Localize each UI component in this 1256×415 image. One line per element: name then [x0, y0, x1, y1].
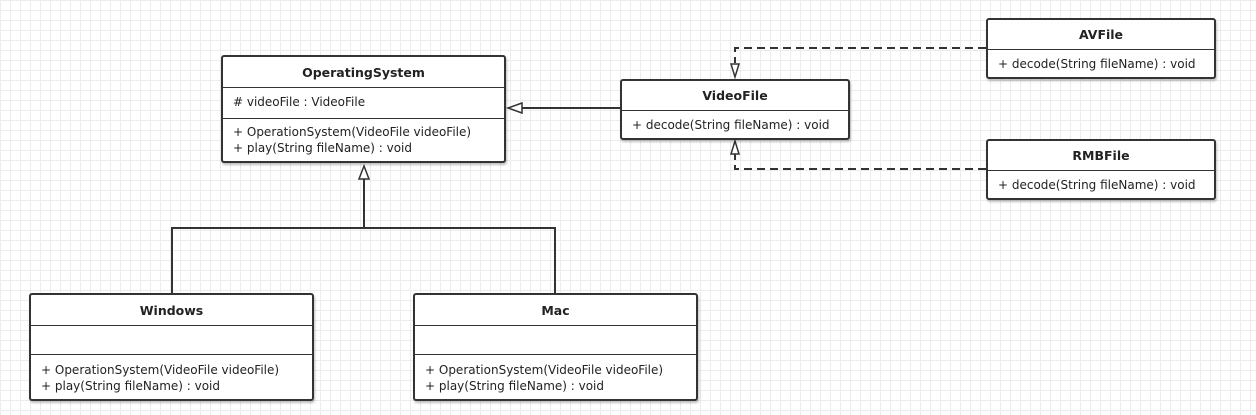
method: + OperationSystem(VideoFile videoFile): [233, 125, 472, 139]
methods-section: + OperationSystem(VideoFile videoFile) +…: [31, 354, 312, 394]
method: + play(String fileName) : void: [425, 379, 605, 393]
class-name: OperatingSystem: [302, 64, 425, 80]
attributes-section: [415, 325, 696, 354]
methods-section: + OperationSystem(VideoFile videoFile) +…: [223, 118, 504, 156]
methods-section: + decode(String fileName) : void: [988, 49, 1214, 72]
method: + decode(String fileName) : void: [998, 178, 1196, 192]
generalization-arrowhead: [357, 163, 371, 180]
class-name: Mac: [541, 302, 570, 318]
method: + OperationSystem(VideoFile videoFile): [41, 363, 280, 377]
mac-generalization-line: [364, 227, 556, 293]
realization-connector-avfile: [729, 47, 986, 80]
methods-section: + decode(String fileName) : void: [622, 110, 848, 133]
realization-connector-rmbfile: [729, 138, 986, 170]
method: + play(String fileName) : void: [41, 379, 221, 393]
association-connector: [505, 101, 620, 115]
class-name: RMBFile: [1072, 148, 1130, 163]
class-name: Windows: [139, 302, 204, 318]
methods-section: + OperationSystem(VideoFile videoFile) +…: [415, 354, 696, 394]
class-rmb-file[interactable]: RMBFile + decode(String fileName) : void: [986, 139, 1216, 200]
rmbfile-realization-arrowhead: [729, 138, 741, 155]
class-operating-system[interactable]: OperatingSystem # videoFile : VideoFile …: [221, 55, 506, 163]
windows-generalization-line: [171, 227, 364, 293]
rmbfile-realization-line: [734, 154, 986, 170]
association-arrowhead: [505, 101, 523, 115]
class-video-file[interactable]: VideoFile + decode(String fileName) : vo…: [620, 79, 850, 140]
class-mac[interactable]: Mac + OperationSystem(VideoFile videoFil…: [413, 293, 698, 401]
attributes-section: # videoFile : VideoFile: [223, 87, 504, 118]
avfile-realization-line: [734, 47, 986, 63]
avfile-realization-arrowhead: [729, 63, 741, 80]
class-av-file[interactable]: AVFile + decode(String fileName) : void: [986, 18, 1216, 79]
methods-section: + decode(String fileName) : void: [988, 170, 1214, 193]
class-name: VideoFile: [702, 88, 768, 103]
method: + decode(String fileName) : void: [998, 57, 1196, 71]
method: + play(String fileName) : void: [233, 141, 413, 155]
method: + decode(String fileName) : void: [632, 118, 830, 132]
class-name: AVFile: [1078, 27, 1124, 42]
attribute: # videoFile : VideoFile: [233, 95, 366, 109]
generalization-connector: [171, 163, 556, 293]
attributes-section: [31, 325, 312, 354]
method: + OperationSystem(VideoFile videoFile): [425, 363, 664, 377]
class-windows[interactable]: Windows + OperationSystem(VideoFile vide…: [29, 293, 314, 401]
